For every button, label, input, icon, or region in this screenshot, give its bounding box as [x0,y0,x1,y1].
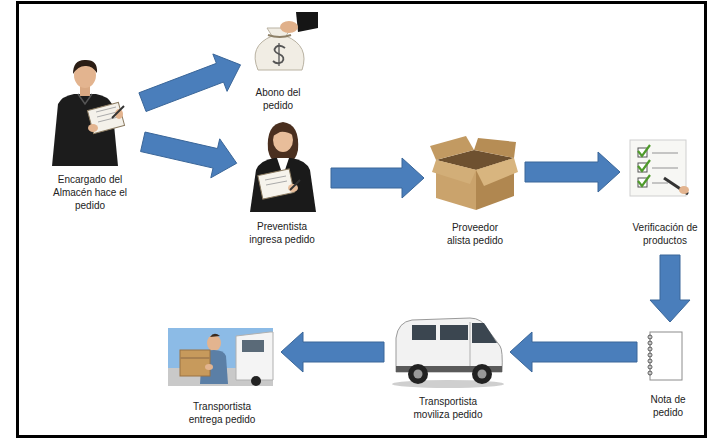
cardboard-box-figure [430,136,518,210]
flow-arrow [139,54,241,112]
checklist-figure [630,140,689,196]
flow-arrow [510,332,637,372]
van-figure [392,318,504,388]
process-node: Transportista entrega pedido [168,328,273,426]
preseller-figure [250,122,316,212]
node-caption: Encargado del Almacén hace el pedido [53,173,128,212]
flow-arrow [281,332,384,372]
flow-arrow [141,132,237,178]
money-bag-figure [255,12,318,70]
node-caption: Proveedor alista pedido [442,221,508,247]
flow-arrow [525,152,620,192]
node-caption: Abono del pedido [251,86,306,112]
node-caption: Transportista entrega pedido [185,400,259,426]
process-node: Verificación de productos [628,138,701,247]
process-node: Proveedor alista pedido [432,138,517,247]
flow-arrow [331,158,424,198]
notebook-figure [648,332,682,380]
warehouse-manager-figure [52,60,125,166]
delivery-figure [168,328,273,386]
process-node: Transportista moviliza pedido [392,315,502,421]
node-caption: Preventista ingresa pedido [245,220,320,246]
node-caption: Nota de pedido [645,393,691,419]
node-caption: Verificación de productos [629,221,701,247]
process-node: Abono del pedido [248,10,318,112]
flow-arrow [650,255,690,322]
process-node: Encargado del Almacén hace el pedido [45,58,135,212]
process-node: Preventista ingresa pedido [245,120,324,246]
frame-border [18,3,706,437]
process-node: Nota de pedido [645,330,691,419]
node-caption: Transportista moviliza pedido [408,395,488,421]
